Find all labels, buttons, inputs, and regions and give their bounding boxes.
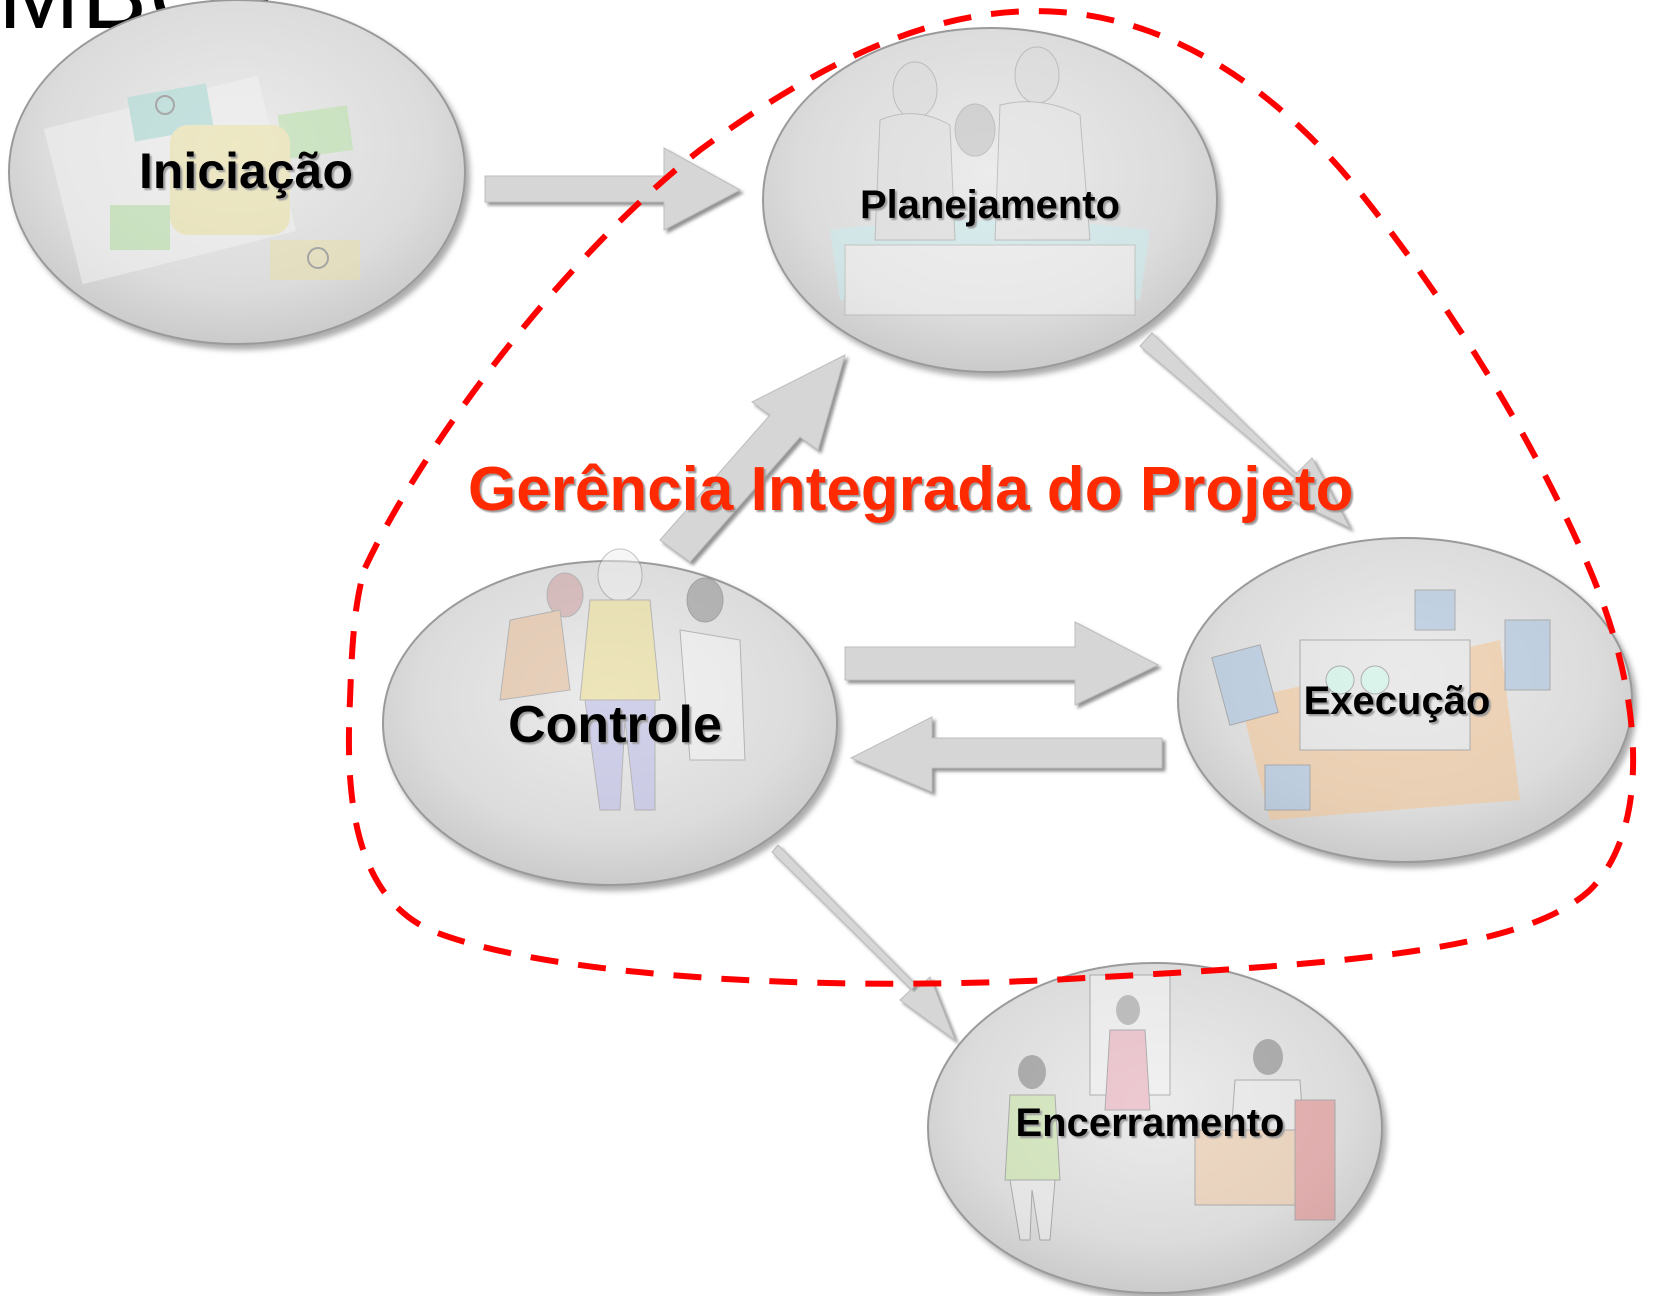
phase-encerramento [927, 962, 1383, 1294]
planning-team-illustration [830, 46, 1150, 316]
arrow-planejamento-to-execucao [1139, 332, 1352, 530]
phase-label-iniciacao: Iniciação [139, 143, 353, 199]
execution-team-illustration [1211, 589, 1551, 820]
phase-execucao [1177, 537, 1633, 863]
phase-label-controle: Controle [508, 696, 722, 754]
phase-controle [382, 548, 838, 886]
arrow-iniciacao-to-planejamento [484, 147, 742, 231]
closing-meeting-illustration [1004, 974, 1336, 1241]
phase-iniciacao [8, 0, 466, 345]
phase-planejamento [762, 27, 1218, 373]
referee-illustration [499, 548, 746, 811]
center-title: Gerência Integrada do Projeto [468, 455, 1353, 524]
arrow-controle-to-encerramento [771, 844, 957, 1042]
handshake-illustration [43, 75, 360, 285]
integrated-management-boundary [345, 8, 1637, 987]
arrow-controle-to-planejamento [659, 354, 846, 563]
phase-label-execucao: Execução [1304, 679, 1491, 723]
arrow-execucao-to-controle [849, 716, 1163, 793]
phase-label-planejamento: Planejamento [860, 183, 1120, 227]
arrow-controle-to-execucao [844, 621, 1160, 706]
phase-label-encerramento: Encerramento [1016, 1101, 1285, 1145]
